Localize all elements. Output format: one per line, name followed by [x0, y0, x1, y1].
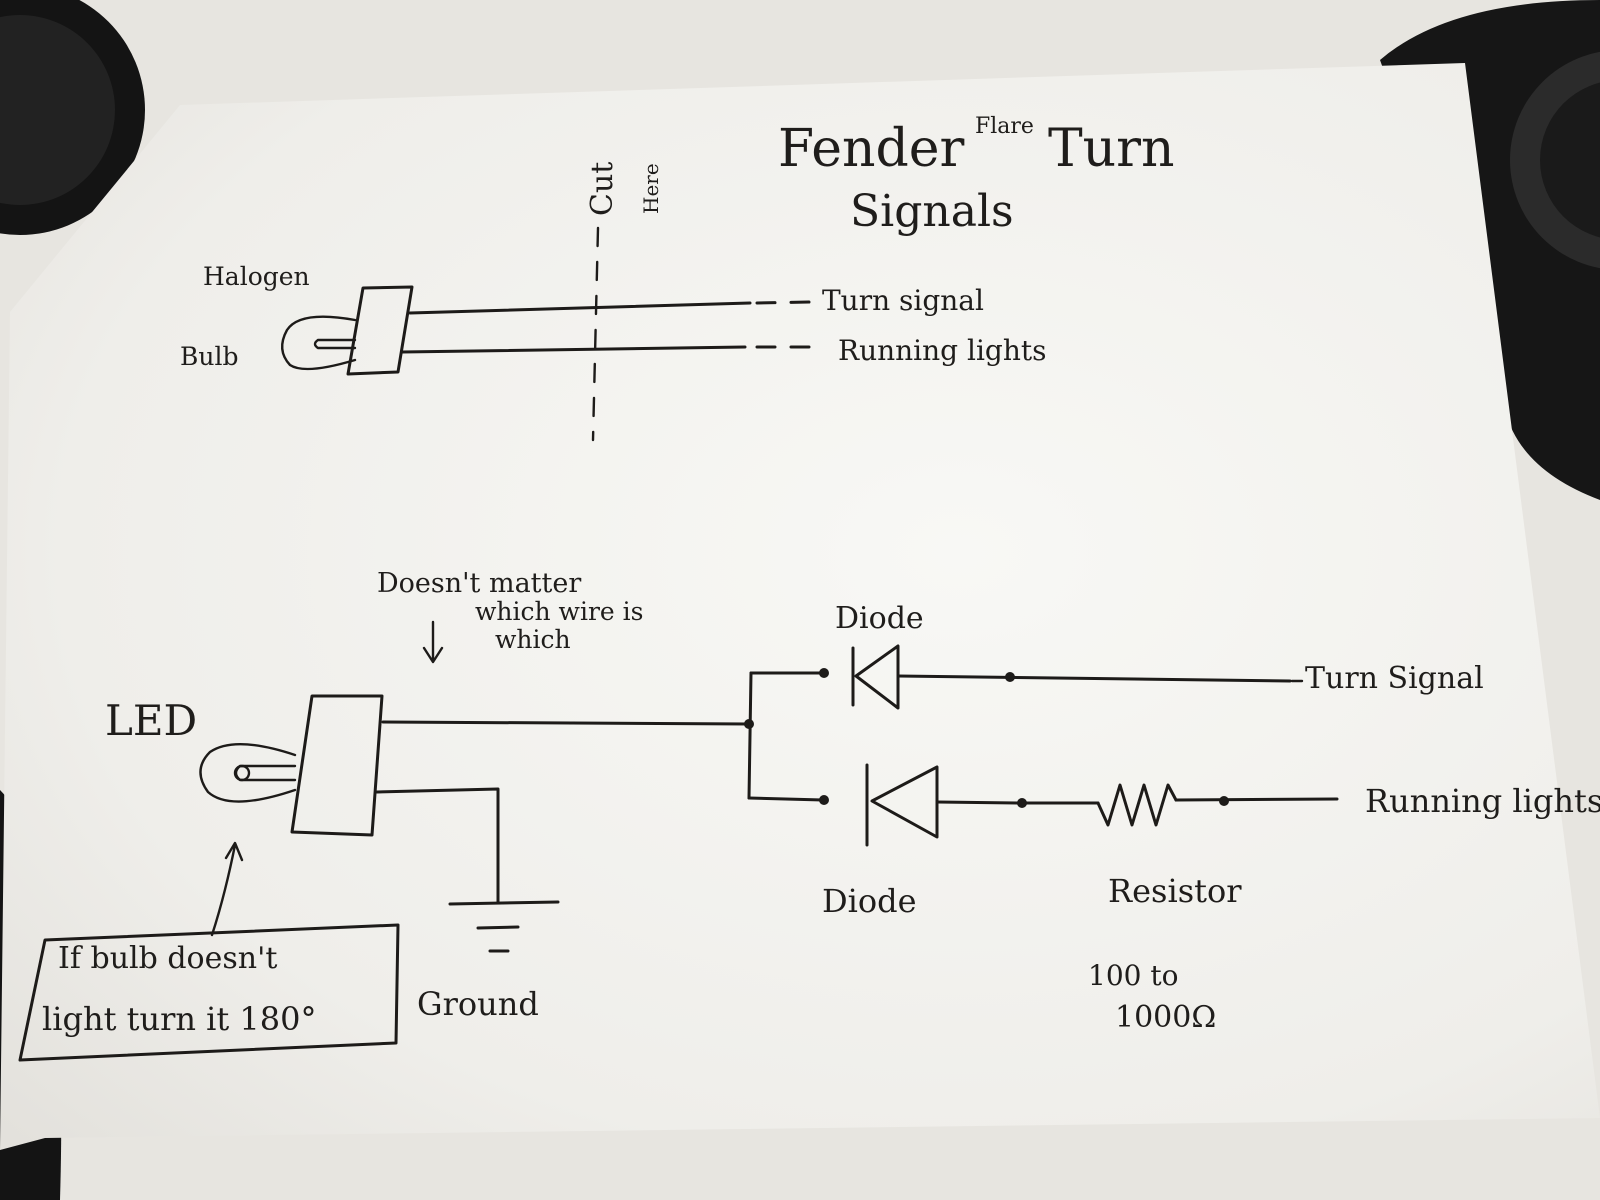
paper-sheet [0, 63, 1600, 1150]
running-lights-wire [400, 345, 747, 354]
halogen-bulb-diagram: Halogen Bulb Turn signal Running lights … [180, 162, 1046, 442]
resistance-range-line-1: 100 to [1088, 959, 1178, 992]
turn-signal-label: Turn Signal [1305, 661, 1484, 696]
resistance-range-line-2: 1000Ω [1115, 1000, 1216, 1035]
ground-wire [375, 787, 500, 904]
note-line-1: Doesn't matter [377, 568, 581, 599]
bottom-diode-node-left [819, 795, 829, 805]
ground-symbol-icon [448, 900, 560, 953]
bottom-branch-left-wire [747, 796, 825, 802]
resistor-symbol [1096, 783, 1178, 827]
resistor-label: Resistor [1108, 872, 1242, 910]
bottom-branch-wire-after-resistor [1174, 797, 1339, 802]
up-arrow-icon [210, 841, 244, 937]
diode-label-bottom: Diode [822, 882, 917, 920]
halogen-bulb-glass-icon [281, 315, 357, 371]
title: Fender Flare Turn Signals [778, 114, 1175, 237]
turn-signal-wire [408, 301, 752, 315]
bottom-branch-node-2 [1219, 796, 1229, 806]
top-branch-right-wire [896, 674, 1292, 683]
ground-label: Ground [417, 985, 539, 1023]
led-positive-wire [381, 720, 751, 726]
note-line-2: which wire is [475, 597, 643, 626]
down-arrow-icon [422, 620, 444, 664]
running-lights-label: Running lights [1365, 782, 1600, 820]
halogen-label: Halogen [203, 262, 310, 291]
led-filament-loop-icon [233, 764, 251, 782]
note-line-3: which [495, 625, 571, 654]
top-branch-node [1005, 672, 1015, 682]
halogen-filament-icon [313, 338, 357, 350]
here-label: Here [639, 163, 663, 214]
cut-line [591, 226, 600, 442]
diode-label-top: Diode [835, 601, 924, 636]
running-lights-wire-label: Running lights [838, 334, 1046, 367]
led-label: LED [105, 696, 197, 745]
cut-label: Cut [585, 162, 620, 216]
boxed-note-line-2: light turn it 180° [42, 1000, 316, 1038]
turn-signal-wire-dashed [755, 300, 814, 305]
led-circuit-diagram: Doesn't matter which wire is which LED D… [18, 568, 1600, 1062]
led-socket [290, 694, 384, 837]
led-bulb-glass-icon [199, 743, 297, 803]
title-turn: Turn [1048, 119, 1175, 179]
bulb-label: Bulb [180, 342, 238, 371]
title-superscript-flare: Flare [975, 114, 1034, 139]
top-diode-node-left [819, 668, 829, 678]
boxed-note-line-1: If bulb doesn't [58, 941, 277, 976]
halogen-socket [346, 285, 414, 376]
boxed-note-frame [18, 923, 400, 1062]
title-fender: Fender [778, 119, 965, 179]
title-signals: Signals [850, 186, 1014, 237]
turn-signal-wire-label: Turn signal [822, 284, 984, 317]
junction-vertical-wire [747, 671, 753, 800]
bottom-branch-mid-wire [935, 800, 1022, 805]
